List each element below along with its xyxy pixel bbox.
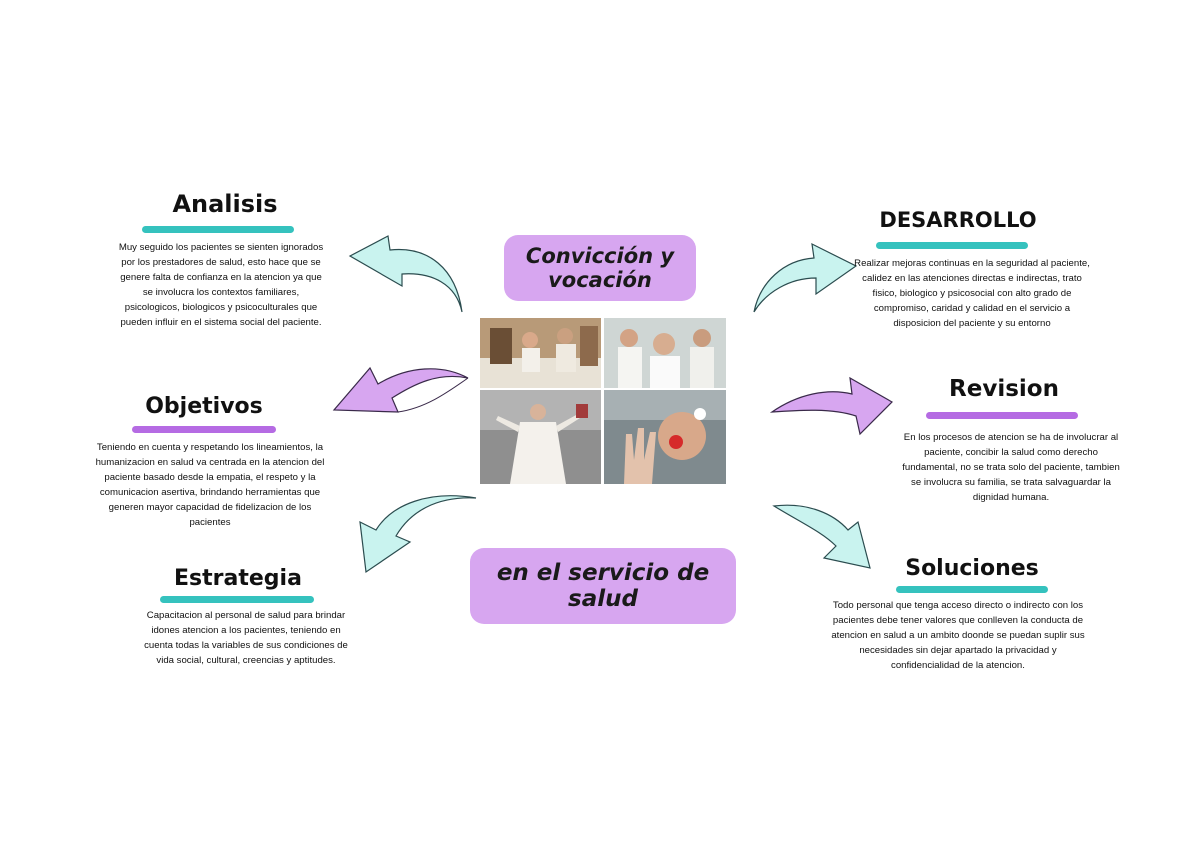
center-title-bottom: en el servicio de salud bbox=[470, 548, 736, 624]
curved-arrow-icon bbox=[348, 235, 463, 313]
desarrollo-title: DESARROLLO bbox=[879, 208, 1037, 232]
analisis-text: Muy seguido los pacientes se sienten ign… bbox=[118, 242, 324, 328]
revision-title: Revision bbox=[949, 376, 1059, 402]
objetivos-underline bbox=[132, 426, 276, 433]
curved-arrow-icon bbox=[332, 366, 469, 413]
photo-collage bbox=[480, 318, 726, 484]
estrategia-text: Capacitacion al personal de salud para b… bbox=[144, 610, 348, 666]
curved-arrow-icon bbox=[753, 242, 858, 313]
curved-arrow-icon bbox=[359, 495, 477, 574]
estrategia-title: Estrategia bbox=[174, 566, 302, 591]
photo-bottom-left bbox=[480, 390, 601, 484]
photo-top-right bbox=[604, 318, 726, 388]
center-title-bottom-text: en el servicio de salud bbox=[496, 559, 710, 612]
objetivos-text: Teniendo en cuenta y respetando los line… bbox=[95, 442, 325, 528]
soluciones-text: Todo personal que tenga acceso directo o… bbox=[831, 600, 1085, 671]
revision-text: En los procesos de atencion se ha de inv… bbox=[902, 432, 1120, 503]
photo-top-left bbox=[480, 318, 601, 388]
soluciones-underline bbox=[896, 586, 1048, 593]
analisis-underline bbox=[142, 226, 294, 233]
curved-arrow-icon bbox=[769, 376, 893, 436]
desarrollo-underline bbox=[876, 242, 1028, 249]
objetivos-title: Objetivos bbox=[145, 394, 263, 419]
analisis-title: Analisis bbox=[172, 190, 278, 218]
revision-underline bbox=[926, 412, 1078, 419]
photo-bottom-right bbox=[604, 390, 726, 484]
center-title-top-text: Convicción y vocación bbox=[525, 243, 675, 292]
center-title-top: Convicción y vocación bbox=[504, 235, 696, 301]
soluciones-title: Soluciones bbox=[905, 556, 1039, 581]
estrategia-underline bbox=[160, 596, 314, 603]
curved-arrow-icon bbox=[772, 504, 871, 569]
desarrollo-text: Realizar mejoras continuas en la segurid… bbox=[854, 258, 1090, 329]
